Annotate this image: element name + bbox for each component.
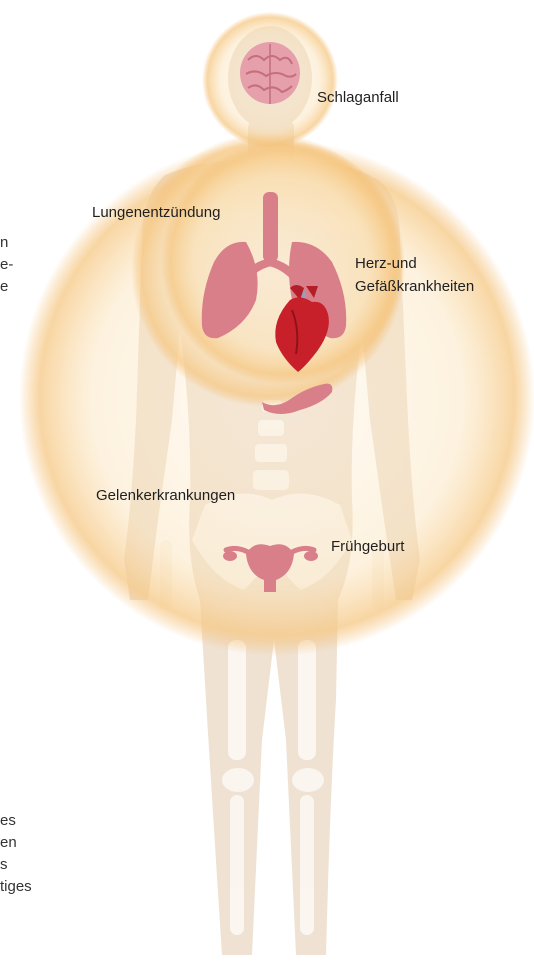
- label-pneumonia: Lungenentzündung: [92, 204, 220, 222]
- brain-icon: [240, 42, 300, 104]
- cropped-text-bottom-1: es: [0, 810, 16, 832]
- cropped-text-bottom-3: s: [0, 854, 8, 876]
- cropped-text-bottom-2: en: [0, 832, 17, 854]
- cropped-text-top-1: n: [0, 232, 8, 254]
- label-stroke: Schlaganfall: [317, 89, 399, 107]
- cropped-text-bottom-4: tiges: [0, 876, 32, 898]
- cropped-text-top-2: e-: [0, 254, 13, 276]
- label-preterm: Frühgeburt: [331, 538, 404, 556]
- cropped-text-top-3: e: [0, 276, 8, 298]
- label-cardio-line1: Herz-und: [355, 255, 417, 273]
- label-joint: Gelenkerkrankungen: [96, 487, 235, 505]
- label-cardio-line2: Gefäßkrankheiten: [355, 278, 474, 296]
